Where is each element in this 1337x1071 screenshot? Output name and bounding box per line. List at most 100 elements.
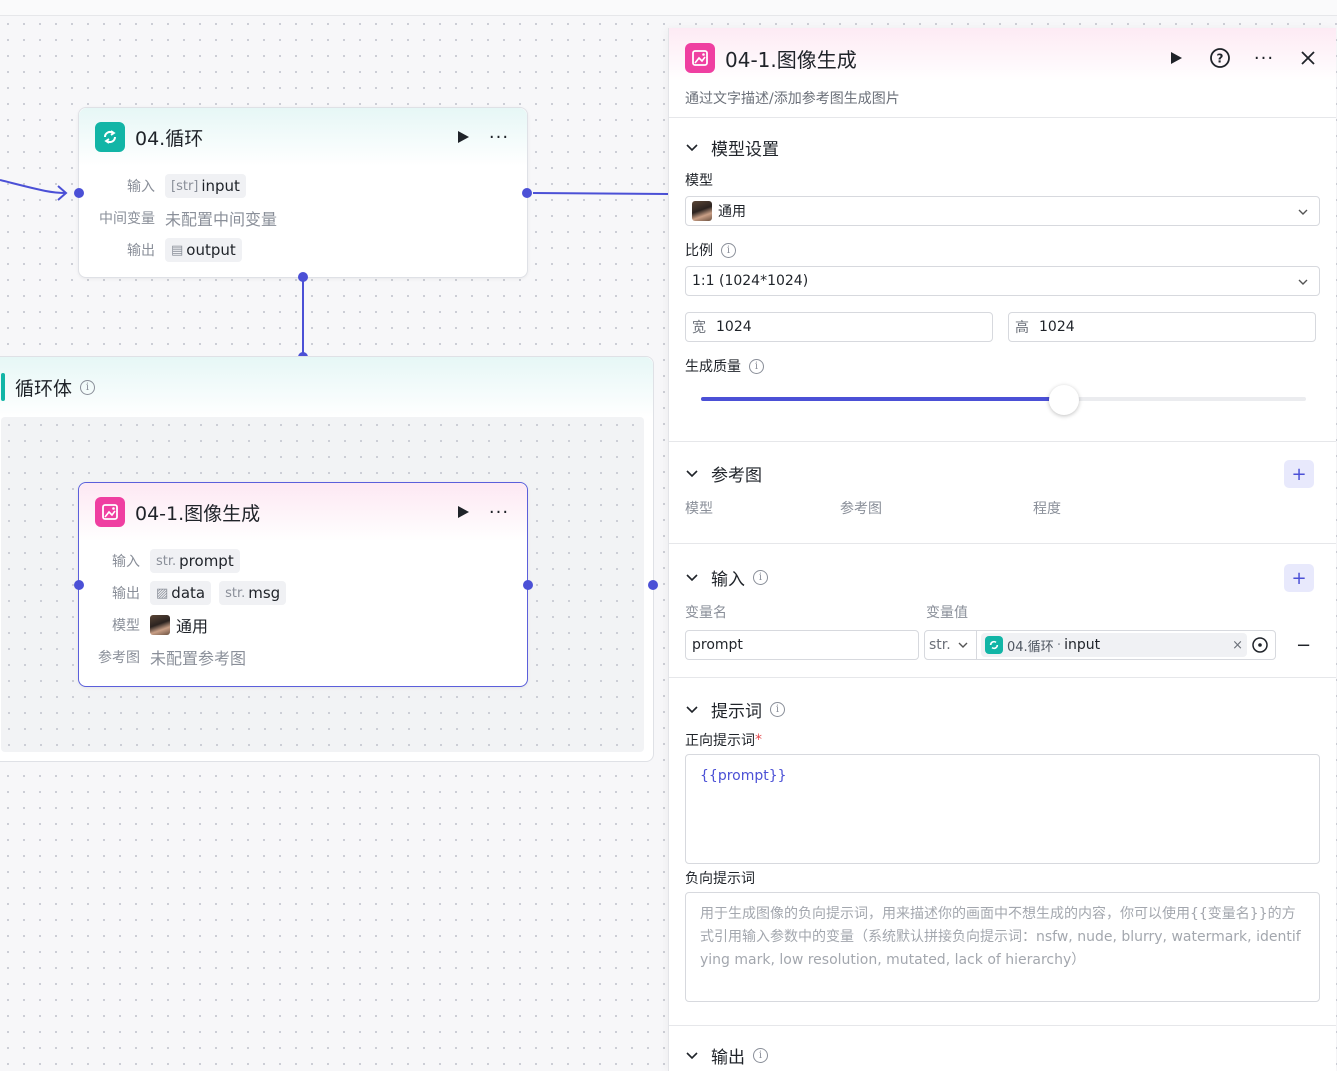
field-label: 模型 [112,618,140,634]
play-icon [458,506,469,518]
type-select[interactable]: str. [925,631,977,659]
col-model: 模型 [685,501,713,517]
run-button[interactable] [1164,46,1188,70]
positive-label: 正向提示词* [685,732,762,749]
add-input-button[interactable]: + [1284,564,1314,592]
input-tag: str.prompt [150,549,240,573]
loop-node-header: 04.循环 ··· [79,108,527,166]
prompt-section: 提示词 i 正向提示词* {{prompt}} 负向提示词 用于生成图像的负向提… [669,678,1336,1026]
image-gen-icon [685,43,715,73]
loop-body-port[interactable] [298,272,308,282]
more-button[interactable]: ··· [1252,46,1276,70]
field-label: 输出 [127,243,155,259]
run-button[interactable] [451,500,475,524]
field-label: 输入 [127,179,155,195]
remove-input-button[interactable]: − [1296,634,1312,656]
model-value: 通用 [176,617,209,636]
field-label: 中间变量 [99,211,155,227]
top-bar [0,0,1337,16]
var-name-input[interactable]: prompt [685,630,919,660]
ref-chip[interactable]: 04.循环 · input × [981,633,1247,657]
image-output-row: 输出 ▨data str.msg [79,577,527,609]
more-button[interactable]: ··· [487,500,511,524]
col-reference: 参考图 [840,501,882,517]
image-gen-node[interactable]: 04-1.图像生成 ··· 输入 str.prompt 输出 ▨data str… [78,482,528,687]
negative-prompt-textarea[interactable]: 用于生成图像的负向提示词，用来描述你的画面中不想生成的内容，你可以使用{{变量名… [685,892,1320,1002]
model-select[interactable]: 通用 [685,196,1320,226]
section-header[interactable]: 参考图 [685,458,1320,488]
var-value-field[interactable]: str. 04.循环 · input × [924,630,1276,660]
loop-icon [985,636,1003,654]
positive-prompt-textarea[interactable]: {{prompt}} [685,754,1320,864]
more-button[interactable]: ··· [487,125,511,149]
chevron-down-icon [686,574,698,582]
chevron-down-icon [958,642,968,648]
info-icon[interactable]: i [749,358,764,374]
loop-body-marker [1,373,5,401]
field-label: 输入 [112,554,140,570]
close-icon [1301,51,1315,65]
info-icon[interactable]: i [753,569,768,585]
chevron-down-icon [1298,279,1308,285]
field-label: 参考图 [98,650,140,666]
loop-end-port[interactable] [648,580,658,590]
chevron-down-icon [686,470,698,478]
quality-slider[interactable] [701,384,1306,415]
reference-section: 参考图 + 模型 参考图 程度 [669,442,1336,544]
loop-output-port[interactable] [522,188,532,198]
loop-node[interactable]: 04.循环 ··· 输入 [str]input 中间变量 未配置中间变量 输出 … [78,107,528,278]
more-icon: ··· [1253,47,1275,69]
svg-text:?: ? [1217,52,1224,66]
settings-panel: 04-1.图像生成 ? ··· 通过文字描述/添加参考图生成图片 模型设置 模型… [668,28,1336,1071]
loop-body-container[interactable]: 循环体 i [0,356,654,762]
add-reference-button[interactable]: + [1284,460,1314,488]
col-degree: 程度 [1033,501,1061,517]
image-input-port[interactable] [74,580,84,590]
info-icon[interactable]: i [721,242,736,258]
loop-body-header: 循环体 i [0,357,653,417]
loop-body-canvas [1,417,644,752]
loop-icon [95,122,125,152]
loop-output-row: 输出 ▤output [79,234,527,266]
image-input-row: 输入 str.prompt [79,545,527,577]
field-label: 输出 [112,586,140,602]
chevron-down-icon [1298,209,1308,215]
info-icon[interactable]: i [770,701,785,717]
loop-input-port[interactable] [74,188,84,198]
loop-mid-row: 中间变量 未配置中间变量 [79,202,527,234]
plus-icon: + [1291,463,1307,485]
slider-thumb[interactable] [1049,385,1079,415]
play-icon [458,131,469,143]
section-header[interactable]: 输入 i [685,562,1320,592]
image-node-title: 04-1.图像生成 [135,502,261,525]
info-icon[interactable]: i [753,1047,768,1063]
help-button[interactable]: ? [1208,46,1232,70]
section-header[interactable]: 输出 i [685,1040,1320,1070]
output-data-tag: ▨data [150,581,212,605]
image-output-port[interactable] [523,580,533,590]
chevron-down-icon [686,1052,698,1060]
model-label: 模型 [685,173,713,189]
clear-icon[interactable]: × [1232,637,1243,653]
chevron-down-icon [686,144,698,152]
output-tag: ▤output [165,238,242,262]
loop-input-row: 输入 [str]input [79,170,527,202]
target-icon [1252,637,1268,653]
arrow-head [57,185,68,201]
panel-title[interactable]: 04-1.图像生成 [725,47,857,72]
ratio-select[interactable]: 1:1 (1024*1024) [685,266,1320,296]
section-header[interactable]: 模型设置 [685,132,1320,162]
close-button[interactable] [1296,46,1320,70]
output-msg-tag: str.msg [219,581,287,605]
section-header[interactable]: 提示词 i [685,694,1320,724]
loop-node-title: 04.循环 [135,127,204,150]
more-icon: ··· [488,126,510,148]
image-gen-icon [95,497,125,527]
image-ref-row: 参考图 未配置参考图 [79,641,527,673]
info-icon[interactable]: i [80,379,96,395]
run-button[interactable] [451,125,475,149]
